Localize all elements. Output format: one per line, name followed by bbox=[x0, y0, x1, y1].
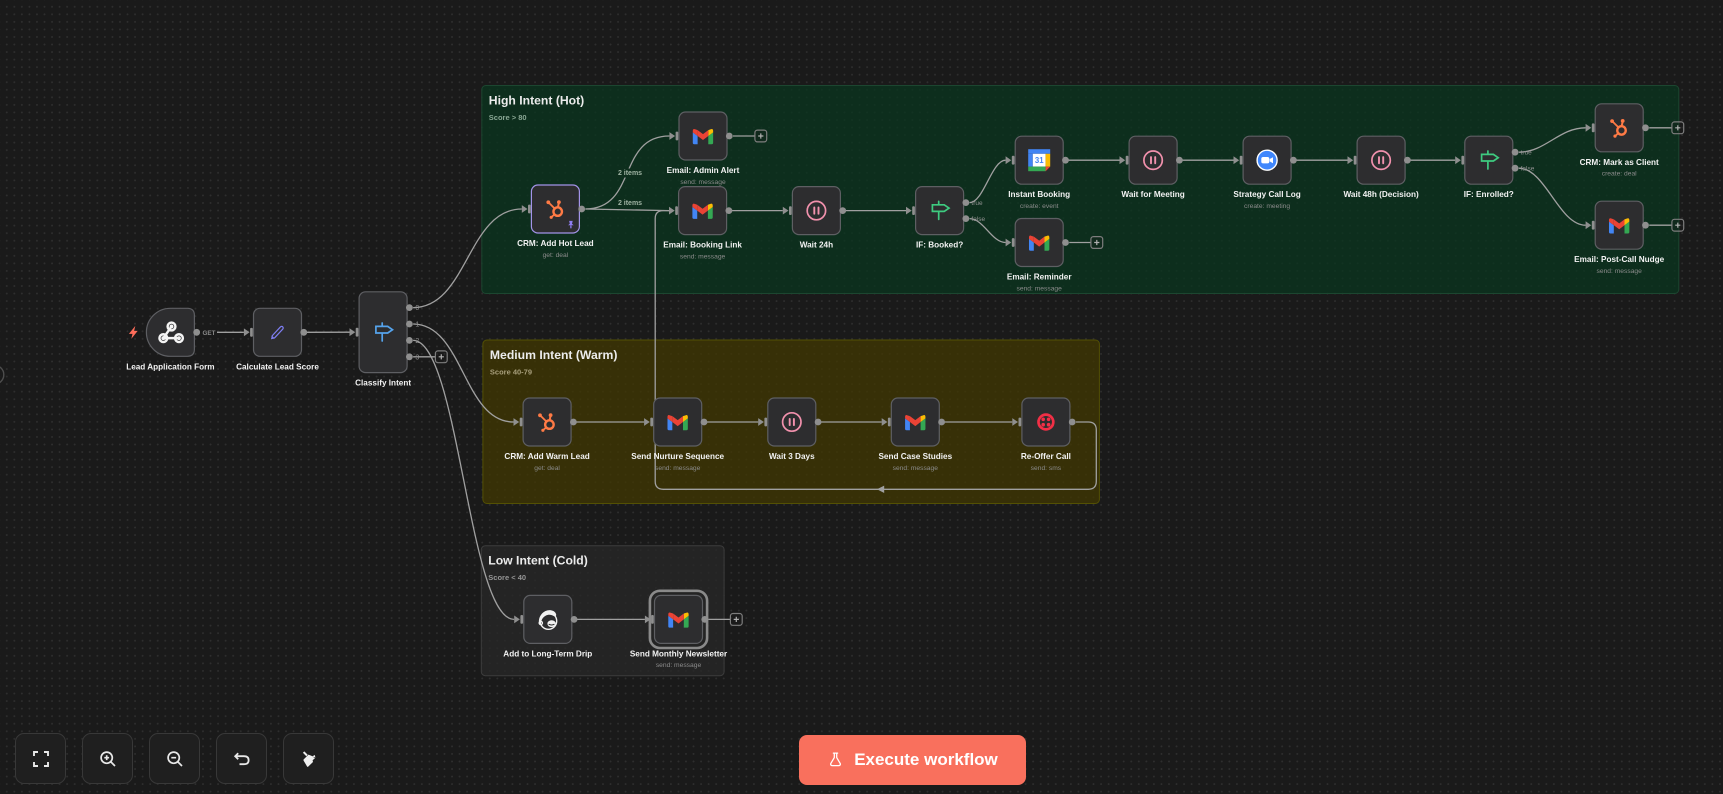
svg-text:true: true bbox=[1521, 150, 1533, 157]
svg-text:create: event: create: event bbox=[1020, 203, 1059, 210]
svg-text:false: false bbox=[971, 216, 985, 223]
svg-text:IF: Enrolled?: IF: Enrolled? bbox=[1464, 190, 1514, 199]
svg-text:2 items: 2 items bbox=[618, 170, 642, 177]
svg-text:send: message: send: message bbox=[680, 179, 726, 186]
svg-text:High Intent (Hot): High Intent (Hot) bbox=[489, 94, 584, 108]
svg-text:Strategy Call Log: Strategy Call Log bbox=[1233, 190, 1300, 199]
svg-text:Email: Post-Call Nudge: Email: Post-Call Nudge bbox=[1574, 255, 1665, 264]
svg-text:false: false bbox=[1521, 166, 1535, 173]
svg-text:create: meeting: create: meeting bbox=[1244, 203, 1290, 210]
svg-text:Send Case Studies: Send Case Studies bbox=[878, 452, 952, 461]
svg-text:2 items: 2 items bbox=[618, 200, 642, 207]
svg-text:Score 40-79: Score 40-79 bbox=[490, 368, 532, 377]
svg-text:get: deal: get: deal bbox=[534, 465, 560, 472]
svg-text:send: message: send: message bbox=[1597, 268, 1643, 275]
svg-text:Re-Offer Call: Re-Offer Call bbox=[1021, 452, 1071, 461]
svg-text:Wait 3 Days: Wait 3 Days bbox=[769, 452, 815, 461]
svg-text:0: 0 bbox=[415, 305, 419, 312]
svg-text:send: message: send: message bbox=[680, 253, 726, 260]
svg-text:send: message: send: message bbox=[893, 465, 939, 472]
svg-text:CRM: Mark as Client: CRM: Mark as Client bbox=[1580, 158, 1659, 167]
svg-text:31: 31 bbox=[1035, 156, 1044, 165]
svg-text:CRM: Add Warm Lead: CRM: Add Warm Lead bbox=[504, 452, 589, 461]
svg-text:Email: Booking Link: Email: Booking Link bbox=[663, 241, 742, 250]
svg-text:send: message: send: message bbox=[1017, 285, 1063, 292]
svg-text:Calculate Lead Score: Calculate Lead Score bbox=[236, 362, 319, 371]
svg-text:Lead Application Form: Lead Application Form bbox=[126, 362, 214, 371]
svg-text:3: 3 bbox=[415, 354, 419, 361]
svg-text:GET: GET bbox=[203, 330, 216, 337]
svg-text:Email: Admin Alert: Email: Admin Alert bbox=[667, 166, 740, 175]
svg-text:1: 1 bbox=[415, 322, 419, 329]
svg-text:send: message: send: message bbox=[656, 662, 702, 669]
svg-text:send: message: send: message bbox=[655, 465, 701, 472]
svg-text:get: deal: get: deal bbox=[543, 252, 569, 259]
svg-text:Send Nurture Sequence: Send Nurture Sequence bbox=[631, 452, 724, 461]
svg-text:CRM: Add Hot Lead: CRM: Add Hot Lead bbox=[517, 239, 594, 248]
svg-text:Medium Intent (Warm): Medium Intent (Warm) bbox=[490, 348, 618, 362]
svg-text:Wait 24h: Wait 24h bbox=[800, 241, 833, 250]
svg-text:Score < 40: Score < 40 bbox=[488, 573, 526, 582]
svg-text:create: deal: create: deal bbox=[1602, 171, 1637, 178]
svg-text:Classify Intent: Classify Intent bbox=[355, 379, 411, 388]
svg-text:Send Monthly Newsletter: Send Monthly Newsletter bbox=[630, 649, 728, 658]
svg-text:2: 2 bbox=[415, 338, 419, 345]
svg-text:Score > 80: Score > 80 bbox=[489, 113, 527, 122]
svg-text:Wait for Meeting: Wait for Meeting bbox=[1121, 190, 1184, 199]
svg-text:true: true bbox=[971, 200, 983, 207]
svg-text:IF: Booked?: IF: Booked? bbox=[916, 241, 963, 250]
svg-text:Wait 48h (Decision): Wait 48h (Decision) bbox=[1343, 190, 1418, 199]
svg-text:Low Intent (Cold): Low Intent (Cold) bbox=[488, 554, 588, 568]
svg-text:Instant Booking: Instant Booking bbox=[1008, 190, 1070, 199]
svg-text:Email: Reminder: Email: Reminder bbox=[1007, 273, 1072, 282]
svg-text:send: sms: send: sms bbox=[1031, 465, 1062, 472]
svg-text:Add to Long-Term Drip: Add to Long-Term Drip bbox=[503, 649, 592, 658]
